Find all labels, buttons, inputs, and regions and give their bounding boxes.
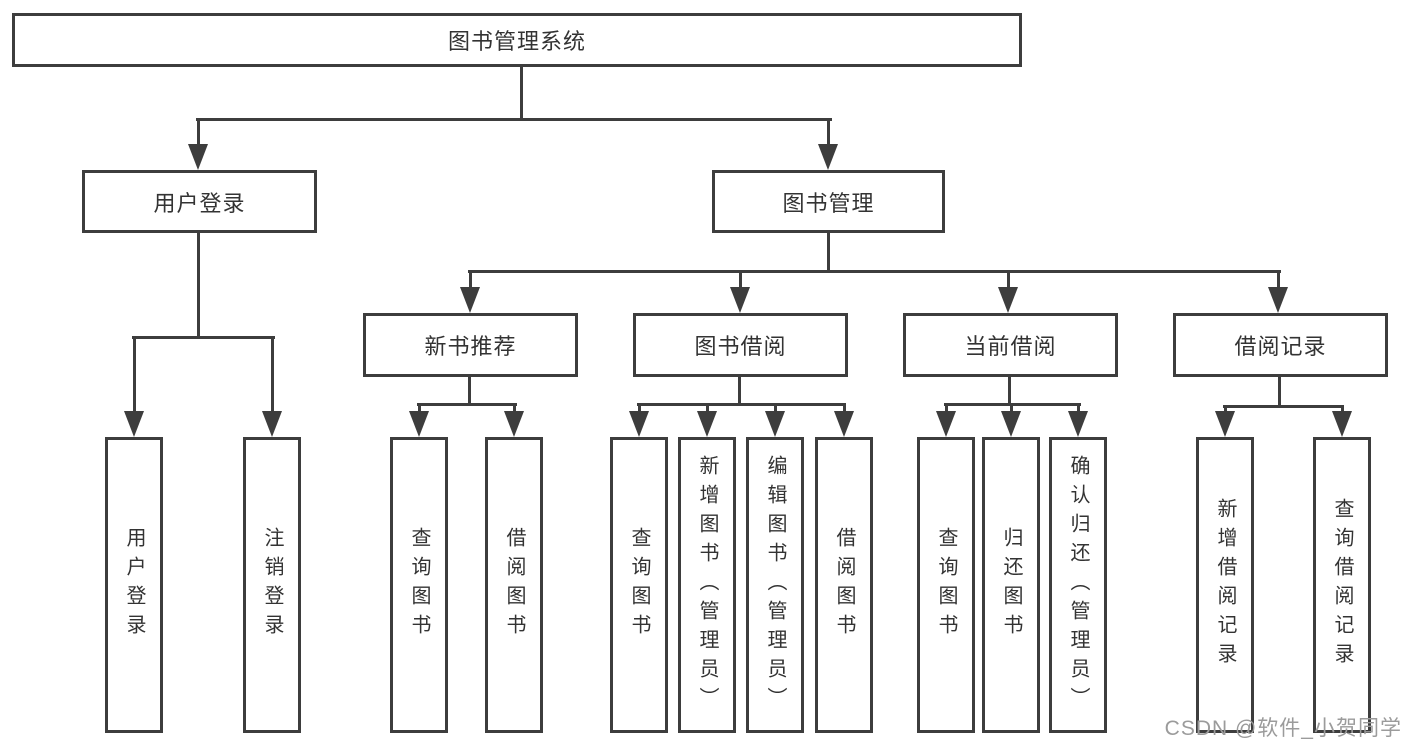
node-book-management: 图书管理 xyxy=(712,170,945,233)
connector-line xyxy=(468,271,472,289)
connector-line xyxy=(1278,375,1281,408)
leaf-user-login-label: 用户登录 xyxy=(123,527,145,643)
node-root: 图书管理系统 xyxy=(12,13,1022,67)
arrow-down-icon xyxy=(834,411,854,437)
leaf-recommend-borrow-book-label: 借阅图书 xyxy=(503,527,525,643)
connector-line xyxy=(827,233,830,272)
csdn-watermark: CSDN @软件_小贺同学 xyxy=(1164,717,1402,740)
node-book-management-label: 图书管理 xyxy=(782,190,875,216)
node-current-borrowing-label: 当前借阅 xyxy=(964,334,1057,359)
connector-line xyxy=(842,404,846,413)
leaf-user-login: 用户登录 xyxy=(105,437,163,733)
arrow-down-icon xyxy=(1332,411,1352,437)
connector-line xyxy=(773,404,777,413)
connector-line xyxy=(1340,406,1344,413)
arrow-down-icon xyxy=(936,411,956,437)
node-current-borrowing: 当前借阅 xyxy=(903,313,1118,377)
leaf-recommend-borrow-book: 借阅图书 xyxy=(485,437,543,733)
arrow-down-icon xyxy=(1268,287,1288,313)
leaf-current-return-book: 归还图书 xyxy=(982,437,1040,733)
node-book-borrowing: 图书借阅 xyxy=(633,313,848,377)
arrow-down-icon xyxy=(629,411,649,437)
leaf-records-query-record-label: 查询借阅记录 xyxy=(1331,498,1353,672)
leaf-borrowing-borrow-book-label: 借阅图书 xyxy=(833,527,855,643)
node-book-borrowing-label: 图书借阅 xyxy=(694,334,787,359)
leaf-current-query-book: 查询图书 xyxy=(917,437,975,733)
connector-line xyxy=(417,404,421,413)
node-user-login-label: 用户登录 xyxy=(153,190,246,216)
leaf-logout: 注销登录 xyxy=(243,437,301,733)
node-new-book-recommend: 新书推荐 xyxy=(363,313,578,377)
arrow-down-icon xyxy=(1215,411,1235,437)
node-borrowing-records: 借阅记录 xyxy=(1173,313,1388,377)
connector-line xyxy=(1276,271,1280,289)
node-new-book-recommend-label: 新书推荐 xyxy=(424,334,517,359)
leaf-recommend-query-book-label: 查询图书 xyxy=(408,527,430,643)
connector-line xyxy=(738,271,742,289)
leaf-current-query-book-label: 查询图书 xyxy=(935,527,957,643)
connector-line xyxy=(468,375,471,406)
connector-line xyxy=(512,404,516,413)
connector-line xyxy=(196,118,832,121)
leaf-borrowing-borrow-book: 借阅图书 xyxy=(815,437,873,733)
arrow-down-icon xyxy=(262,411,282,437)
connector-line xyxy=(1223,405,1344,408)
leaf-borrowing-add-book-admin: 新增图书（管理员） xyxy=(678,437,736,733)
arrow-down-icon xyxy=(765,411,785,437)
connector-line xyxy=(1006,271,1010,289)
connector-line xyxy=(270,337,274,413)
connector-line xyxy=(520,67,523,120)
connector-line xyxy=(132,336,275,339)
connector-line xyxy=(1009,404,1013,413)
leaf-borrowing-add-book-admin-label: 新增图书（管理员） xyxy=(696,454,718,716)
arrow-down-icon xyxy=(460,287,480,313)
leaf-borrowing-query-book: 查询图书 xyxy=(610,437,668,733)
connector-line xyxy=(738,375,741,406)
arrow-down-icon xyxy=(730,287,750,313)
arrow-down-icon xyxy=(188,144,208,170)
connector-line xyxy=(944,404,948,413)
arrow-down-icon xyxy=(1068,411,1088,437)
connector-line xyxy=(132,337,136,413)
connector-line xyxy=(826,119,830,146)
node-root-label: 图书管理系统 xyxy=(447,29,586,54)
connector-line xyxy=(468,270,1281,273)
leaf-records-query-record: 查询借阅记录 xyxy=(1313,437,1371,733)
leaf-recommend-query-book: 查询图书 xyxy=(390,437,448,733)
arrow-down-icon xyxy=(409,411,429,437)
leaf-records-add-record: 新增借阅记录 xyxy=(1196,437,1254,733)
node-borrowing-records-label: 借阅记录 xyxy=(1234,334,1327,359)
connector-line xyxy=(196,119,200,146)
connector-line xyxy=(705,404,709,413)
connector-line xyxy=(1223,406,1227,413)
arrow-down-icon xyxy=(124,411,144,437)
leaf-logout-label: 注销登录 xyxy=(261,527,283,643)
arrow-down-icon xyxy=(504,411,524,437)
connector-line xyxy=(1008,375,1011,406)
connector-line xyxy=(944,403,1081,406)
node-user-login: 用户登录 xyxy=(82,170,317,233)
leaf-records-add-record-label: 新增借阅记录 xyxy=(1214,498,1236,672)
connector-line xyxy=(1076,404,1080,413)
leaf-current-return-book-label: 归还图书 xyxy=(1000,527,1022,643)
connector-line xyxy=(637,404,641,413)
leaf-borrowing-edit-book-admin-label: 编辑图书（管理员） xyxy=(764,454,786,716)
arrow-down-icon xyxy=(818,144,838,170)
arrow-down-icon xyxy=(697,411,717,437)
leaf-borrowing-query-book-label: 查询图书 xyxy=(628,527,650,643)
arrow-down-icon xyxy=(1001,411,1021,437)
connector-line xyxy=(197,233,200,337)
leaf-borrowing-edit-book-admin: 编辑图书（管理员） xyxy=(746,437,804,733)
leaf-current-confirm-return-admin: 确认归还（管理员） xyxy=(1049,437,1107,733)
arrow-down-icon xyxy=(998,287,1018,313)
connector-line xyxy=(417,403,517,406)
leaf-current-confirm-return-admin-label: 确认归还（管理员） xyxy=(1067,454,1089,716)
connector-line xyxy=(637,403,846,406)
